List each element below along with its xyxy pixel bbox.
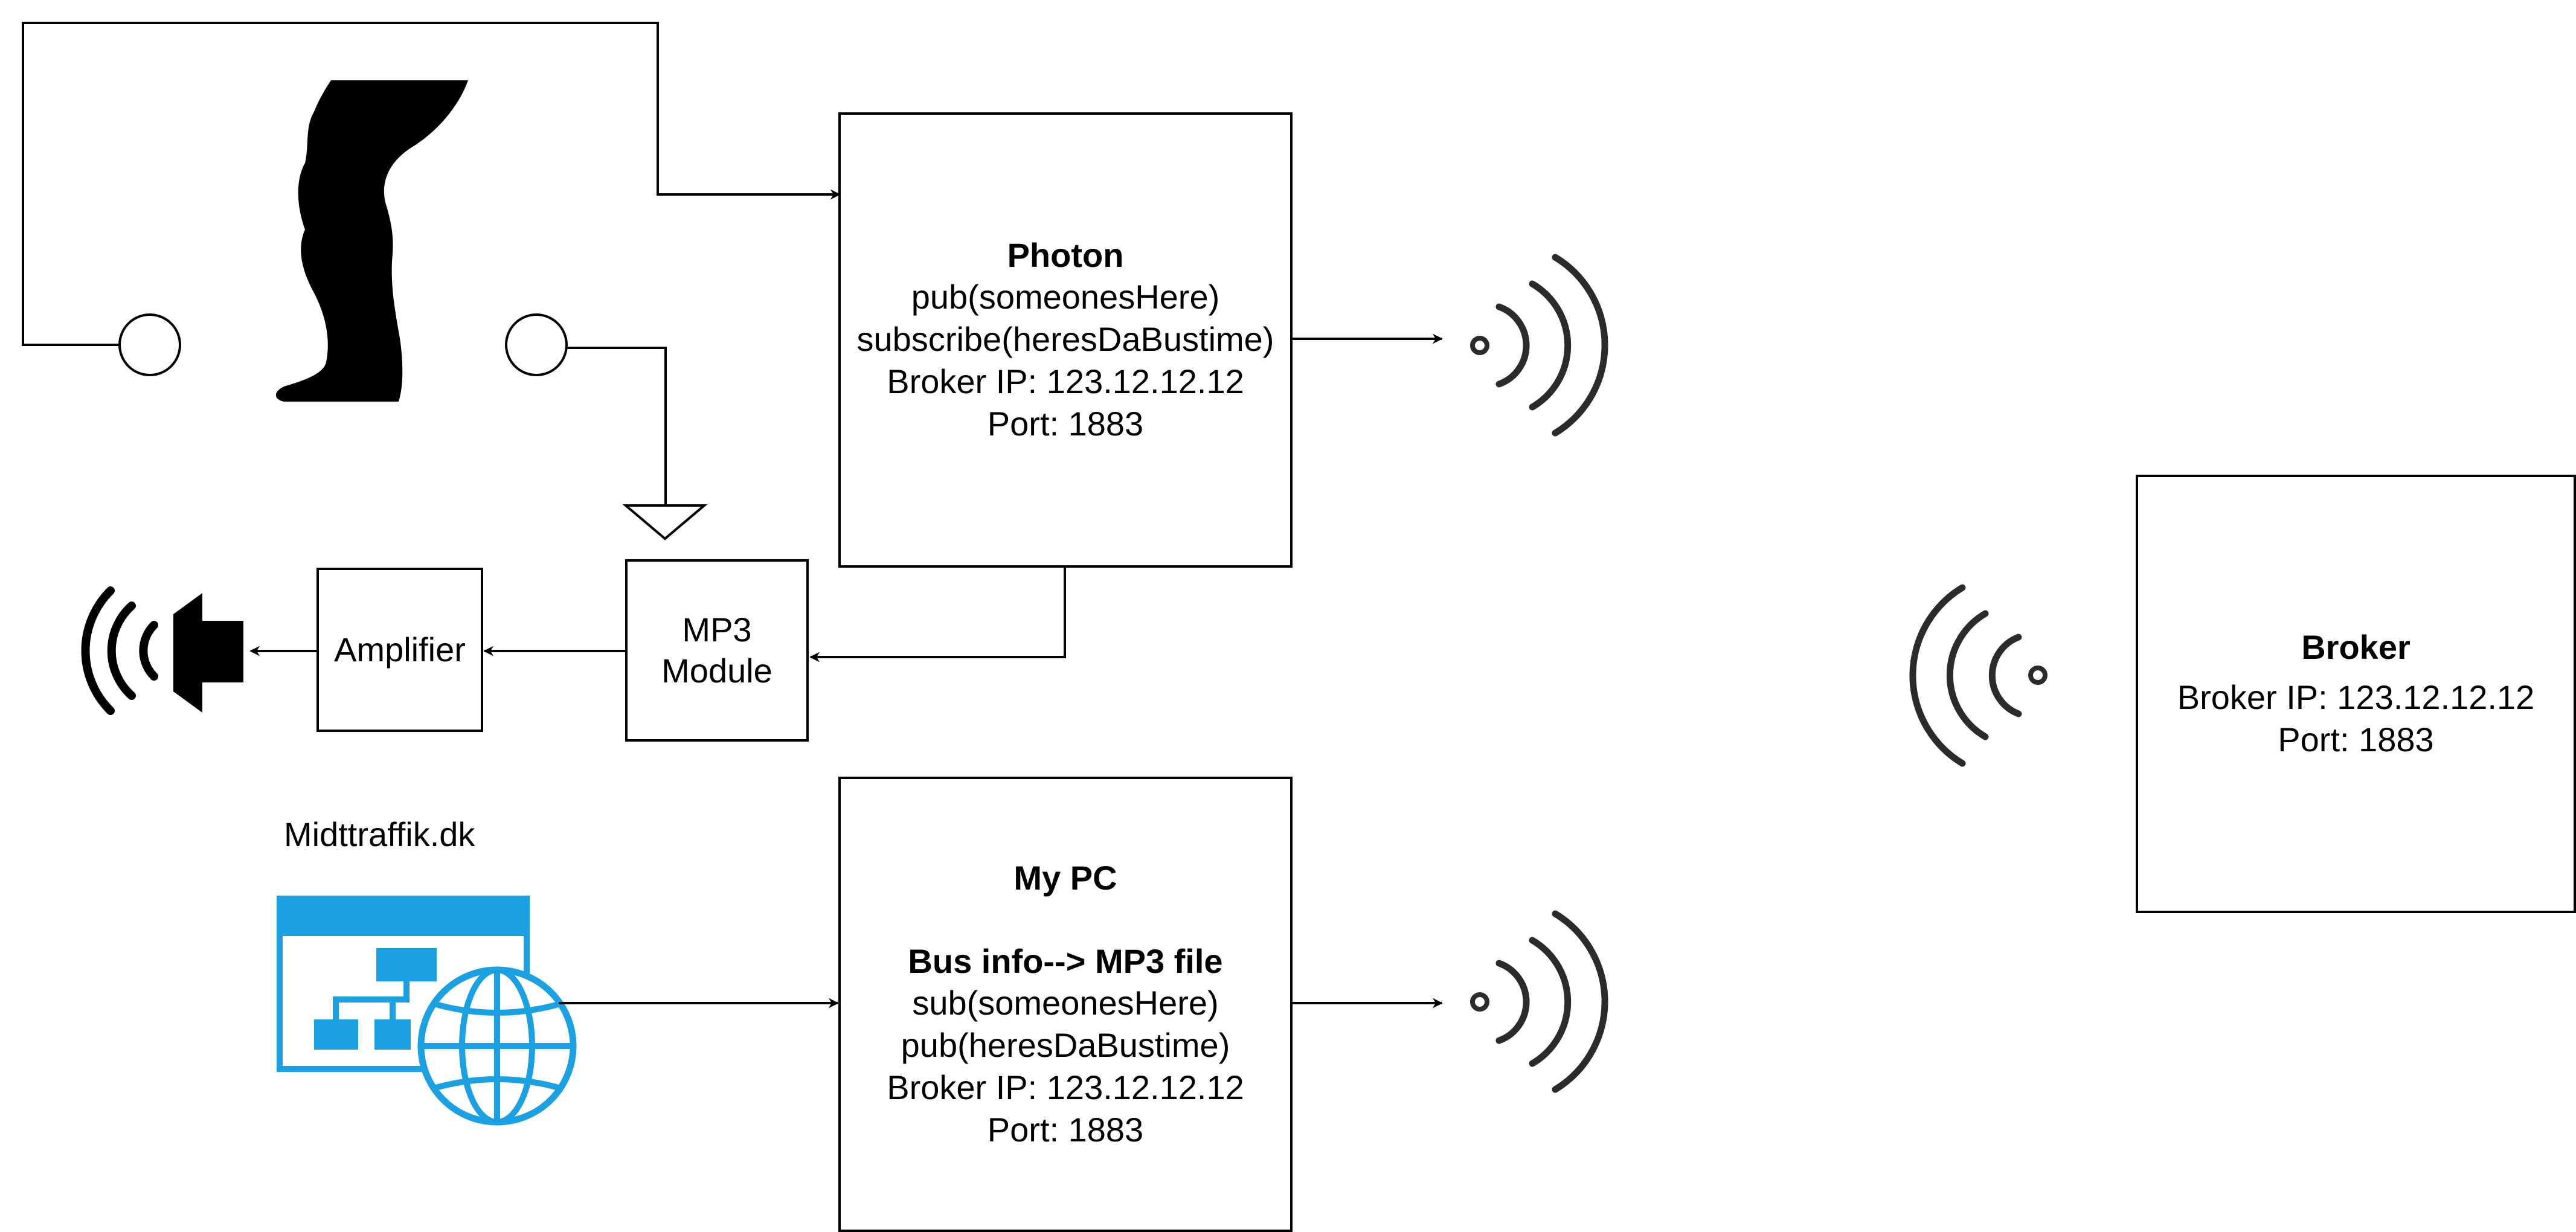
sensor-loop-connector xyxy=(22,22,841,346)
broker-title: Broker xyxy=(2301,628,2411,666)
mp3-label: Module xyxy=(661,652,772,690)
speaker-icon xyxy=(81,586,243,715)
contact-to-ground-connector xyxy=(567,347,667,507)
amplifier-label: Amplifier xyxy=(334,630,466,669)
wifi-signal-icon xyxy=(1470,254,1608,437)
photon-line: Broker IP: 123.12.12.12 xyxy=(887,362,1244,400)
pc-line: sub(someonesHere) xyxy=(912,984,1219,1022)
leg-icon xyxy=(275,80,468,402)
ground-symbol-icon xyxy=(622,504,708,541)
wifi-signal-icon xyxy=(1909,584,2048,767)
my-pc-box: My PC Bus info--> MP3 file sub(someonesH… xyxy=(838,777,1293,1232)
website-label: Midttraffik.dk xyxy=(284,815,475,853)
photon-title: Photon xyxy=(1007,236,1124,274)
pc-title: My PC xyxy=(1013,859,1117,897)
contact-left xyxy=(118,313,181,376)
broker-box: Broker Broker IP: 123.12.12.12 Port: 188… xyxy=(2136,475,2576,913)
pc-line: pub(heresDaBustime) xyxy=(901,1026,1230,1064)
photon-box: Photon pub(someonesHere) subscribe(heres… xyxy=(838,112,1293,568)
mp3-label: MP3 xyxy=(682,611,752,649)
amplifier-box: Amplifier xyxy=(316,568,483,732)
photon-line: pub(someonesHere) xyxy=(911,278,1220,316)
pc-line: Broker IP: 123.12.12.12 xyxy=(887,1068,1244,1106)
photon-line: Port: 1883 xyxy=(987,405,1144,443)
broker-line: Broker IP: 123.12.12.12 xyxy=(2177,678,2535,716)
photon-to-mp3-arrow xyxy=(809,566,1066,663)
mp3-module-box: MP3 Module xyxy=(625,559,809,742)
pc-subtitle: Bus info--> MP3 file xyxy=(908,942,1223,980)
broker-line: Port: 1883 xyxy=(2278,720,2434,759)
wifi-signal-icon xyxy=(1470,910,1608,1093)
pc-line: Port: 1883 xyxy=(987,1111,1144,1149)
contact-right xyxy=(505,313,568,376)
photon-line: subscribe(heresDaBustime) xyxy=(856,320,1274,358)
website-network-icon xyxy=(277,896,577,1126)
